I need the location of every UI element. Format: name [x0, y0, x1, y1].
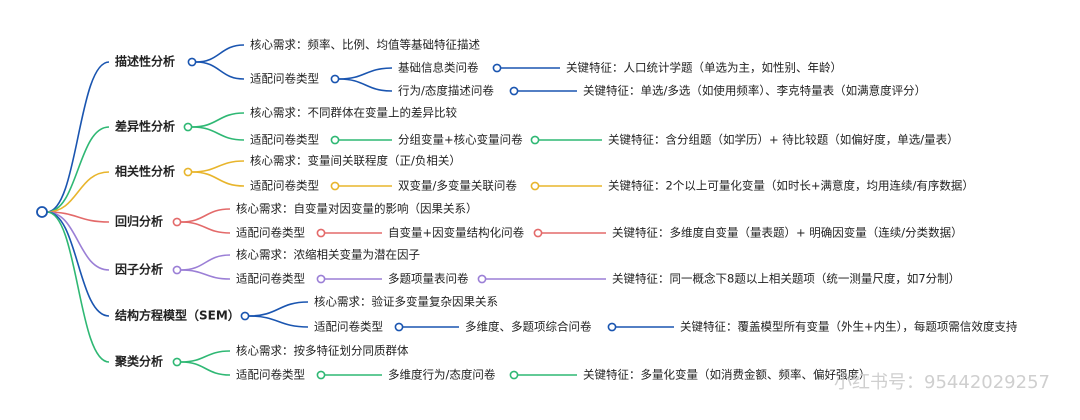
key-feature-label: 关键特征：含分组题（如学历）+ 待比较题（如偏好度，单选/量表）	[608, 133, 959, 147]
category-node: 聚类分析	[114, 354, 163, 369]
connector-line	[338, 67, 393, 80]
category-node: 因子分析	[115, 262, 163, 277]
connector-line	[191, 112, 245, 128]
connector-line	[46, 211, 110, 363]
key-feature-label: 关键特征：多量化变量（如消费金额、频率、偏好强度）	[583, 368, 871, 382]
questionnaire-type: 自变量+因变量结构化问卷	[388, 226, 525, 240]
mindmap-connectors	[46, 44, 674, 376]
category-node: 回归分析	[115, 214, 163, 229]
core-need-label: 核心需求：按多特征划分同质群体	[236, 344, 409, 358]
branch-dot	[330, 135, 340, 145]
branch-dot	[172, 357, 182, 367]
adapt-type-label: 适配问卷类型	[250, 133, 319, 147]
category-node: 差异性分析	[114, 119, 175, 134]
connector-line	[248, 301, 309, 317]
core-need-label: 核心需求：频率、比例、均值等基础特征描述	[250, 38, 480, 52]
branch-dot	[477, 274, 487, 284]
category-node: 结构方程模型（SEM）	[115, 308, 240, 323]
connector-line	[180, 221, 231, 234]
category-node: 描述性分析	[115, 54, 175, 69]
key-feature-label: 关键特征：多维度自变量（量表题）+ 明确因变量（连续/分类数据）	[612, 226, 963, 240]
connector-line	[180, 208, 231, 223]
connector-line	[46, 211, 110, 271]
questionnaire-type: 基础信息类问卷	[398, 61, 479, 75]
connector-line	[46, 171, 110, 213]
watermark: 小红书号：95442029257	[834, 372, 1050, 393]
category-node: 相关性分析	[115, 164, 175, 179]
connector-line	[191, 126, 245, 141]
core-need-label: 核心需求：验证多变量复杂因果关系	[314, 295, 498, 309]
adapt-type-label: 适配问卷类型	[236, 226, 305, 240]
connector-line	[180, 269, 231, 280]
connector-line	[180, 254, 231, 271]
branch-dot	[607, 322, 617, 332]
branch-dot	[330, 181, 340, 191]
key-feature-label: 关键特征：单选/多选（如使用频率）、李克特量表（如满意度评分）	[583, 84, 926, 98]
core-need-label: 核心需求：不同群体在变量上的差异比较	[250, 106, 457, 120]
connector-line	[195, 44, 245, 63]
branch-dot	[316, 228, 326, 238]
core-need-label: 核心需求：浓缩相关变量为潜在因子	[236, 248, 420, 262]
questionnaire-type: 多维度行为/态度问卷	[388, 368, 496, 382]
connector-line	[191, 160, 245, 173]
questionnaire-type: 双变量/多变量关联问卷	[398, 179, 517, 193]
branch-dot	[394, 322, 404, 332]
branch-dot	[316, 370, 326, 380]
root-node	[36, 206, 48, 218]
connector-line	[46, 211, 110, 223]
branch-dot	[509, 370, 519, 380]
branch-dot	[240, 311, 250, 321]
adapt-type-label: 适配问卷类型	[250, 179, 319, 193]
branch-dot	[330, 74, 340, 84]
connector-line	[248, 315, 309, 328]
questionnaire-type: 多维度、多题项综合问卷	[465, 320, 592, 334]
branch-dot	[183, 167, 193, 177]
connector-line	[46, 61, 110, 213]
branch-dot	[530, 181, 540, 191]
core-need-label: 核心需求：自变量对因变量的影响（因果关系）	[236, 202, 478, 216]
connector-line	[46, 126, 110, 213]
adapt-type-label: 适配问卷类型	[314, 320, 383, 334]
mindmap-nodes: 描述性分析核心需求：频率、比例、均值等基础特征描述适配问卷类型基础信息类问卷关键…	[36, 38, 1018, 382]
connector-line	[195, 61, 245, 80]
key-feature-label: 关键特征：人口统计学题（单选为主，如性别、年龄）	[566, 61, 842, 75]
core-need-label: 核心需求：变量间关联程度（正/负相关）	[250, 154, 461, 168]
adapt-type-label: 适配问卷类型	[236, 272, 305, 286]
branch-dot	[172, 265, 182, 275]
connector-line	[46, 211, 110, 317]
branch-dot	[509, 86, 519, 96]
adapt-type-label: 适配问卷类型	[250, 72, 319, 86]
branch-dot	[183, 122, 193, 132]
questionnaire-type: 多题项量表问卷	[388, 272, 469, 286]
branch-dot	[533, 228, 543, 238]
branch-dot	[172, 217, 182, 227]
connector-line	[180, 350, 231, 363]
questionnaire-type: 行为/态度描述问卷	[398, 84, 494, 98]
branch-dot	[530, 135, 540, 145]
connector-line	[338, 78, 393, 92]
branch-dot	[316, 274, 326, 284]
adapt-type-label: 适配问卷类型	[236, 368, 305, 382]
key-feature-label: 关键特征：2个以上可量化变量（如时长+满意度，均用连续/有序数据）	[608, 179, 974, 193]
connector-line	[191, 171, 245, 187]
branch-dot	[492, 63, 502, 73]
branch-dot	[187, 57, 197, 67]
key-feature-label: 关键特征：覆盖模型所有变量（外生+内生），每题项需信效度支持	[680, 320, 1018, 334]
questionnaire-type: 分组变量+核心变量问卷	[398, 133, 523, 147]
key-feature-label: 关键特征：同一概念下8题以上相关题项（统一测量尺度，如7分制）	[612, 272, 960, 286]
connector-line	[180, 361, 231, 376]
